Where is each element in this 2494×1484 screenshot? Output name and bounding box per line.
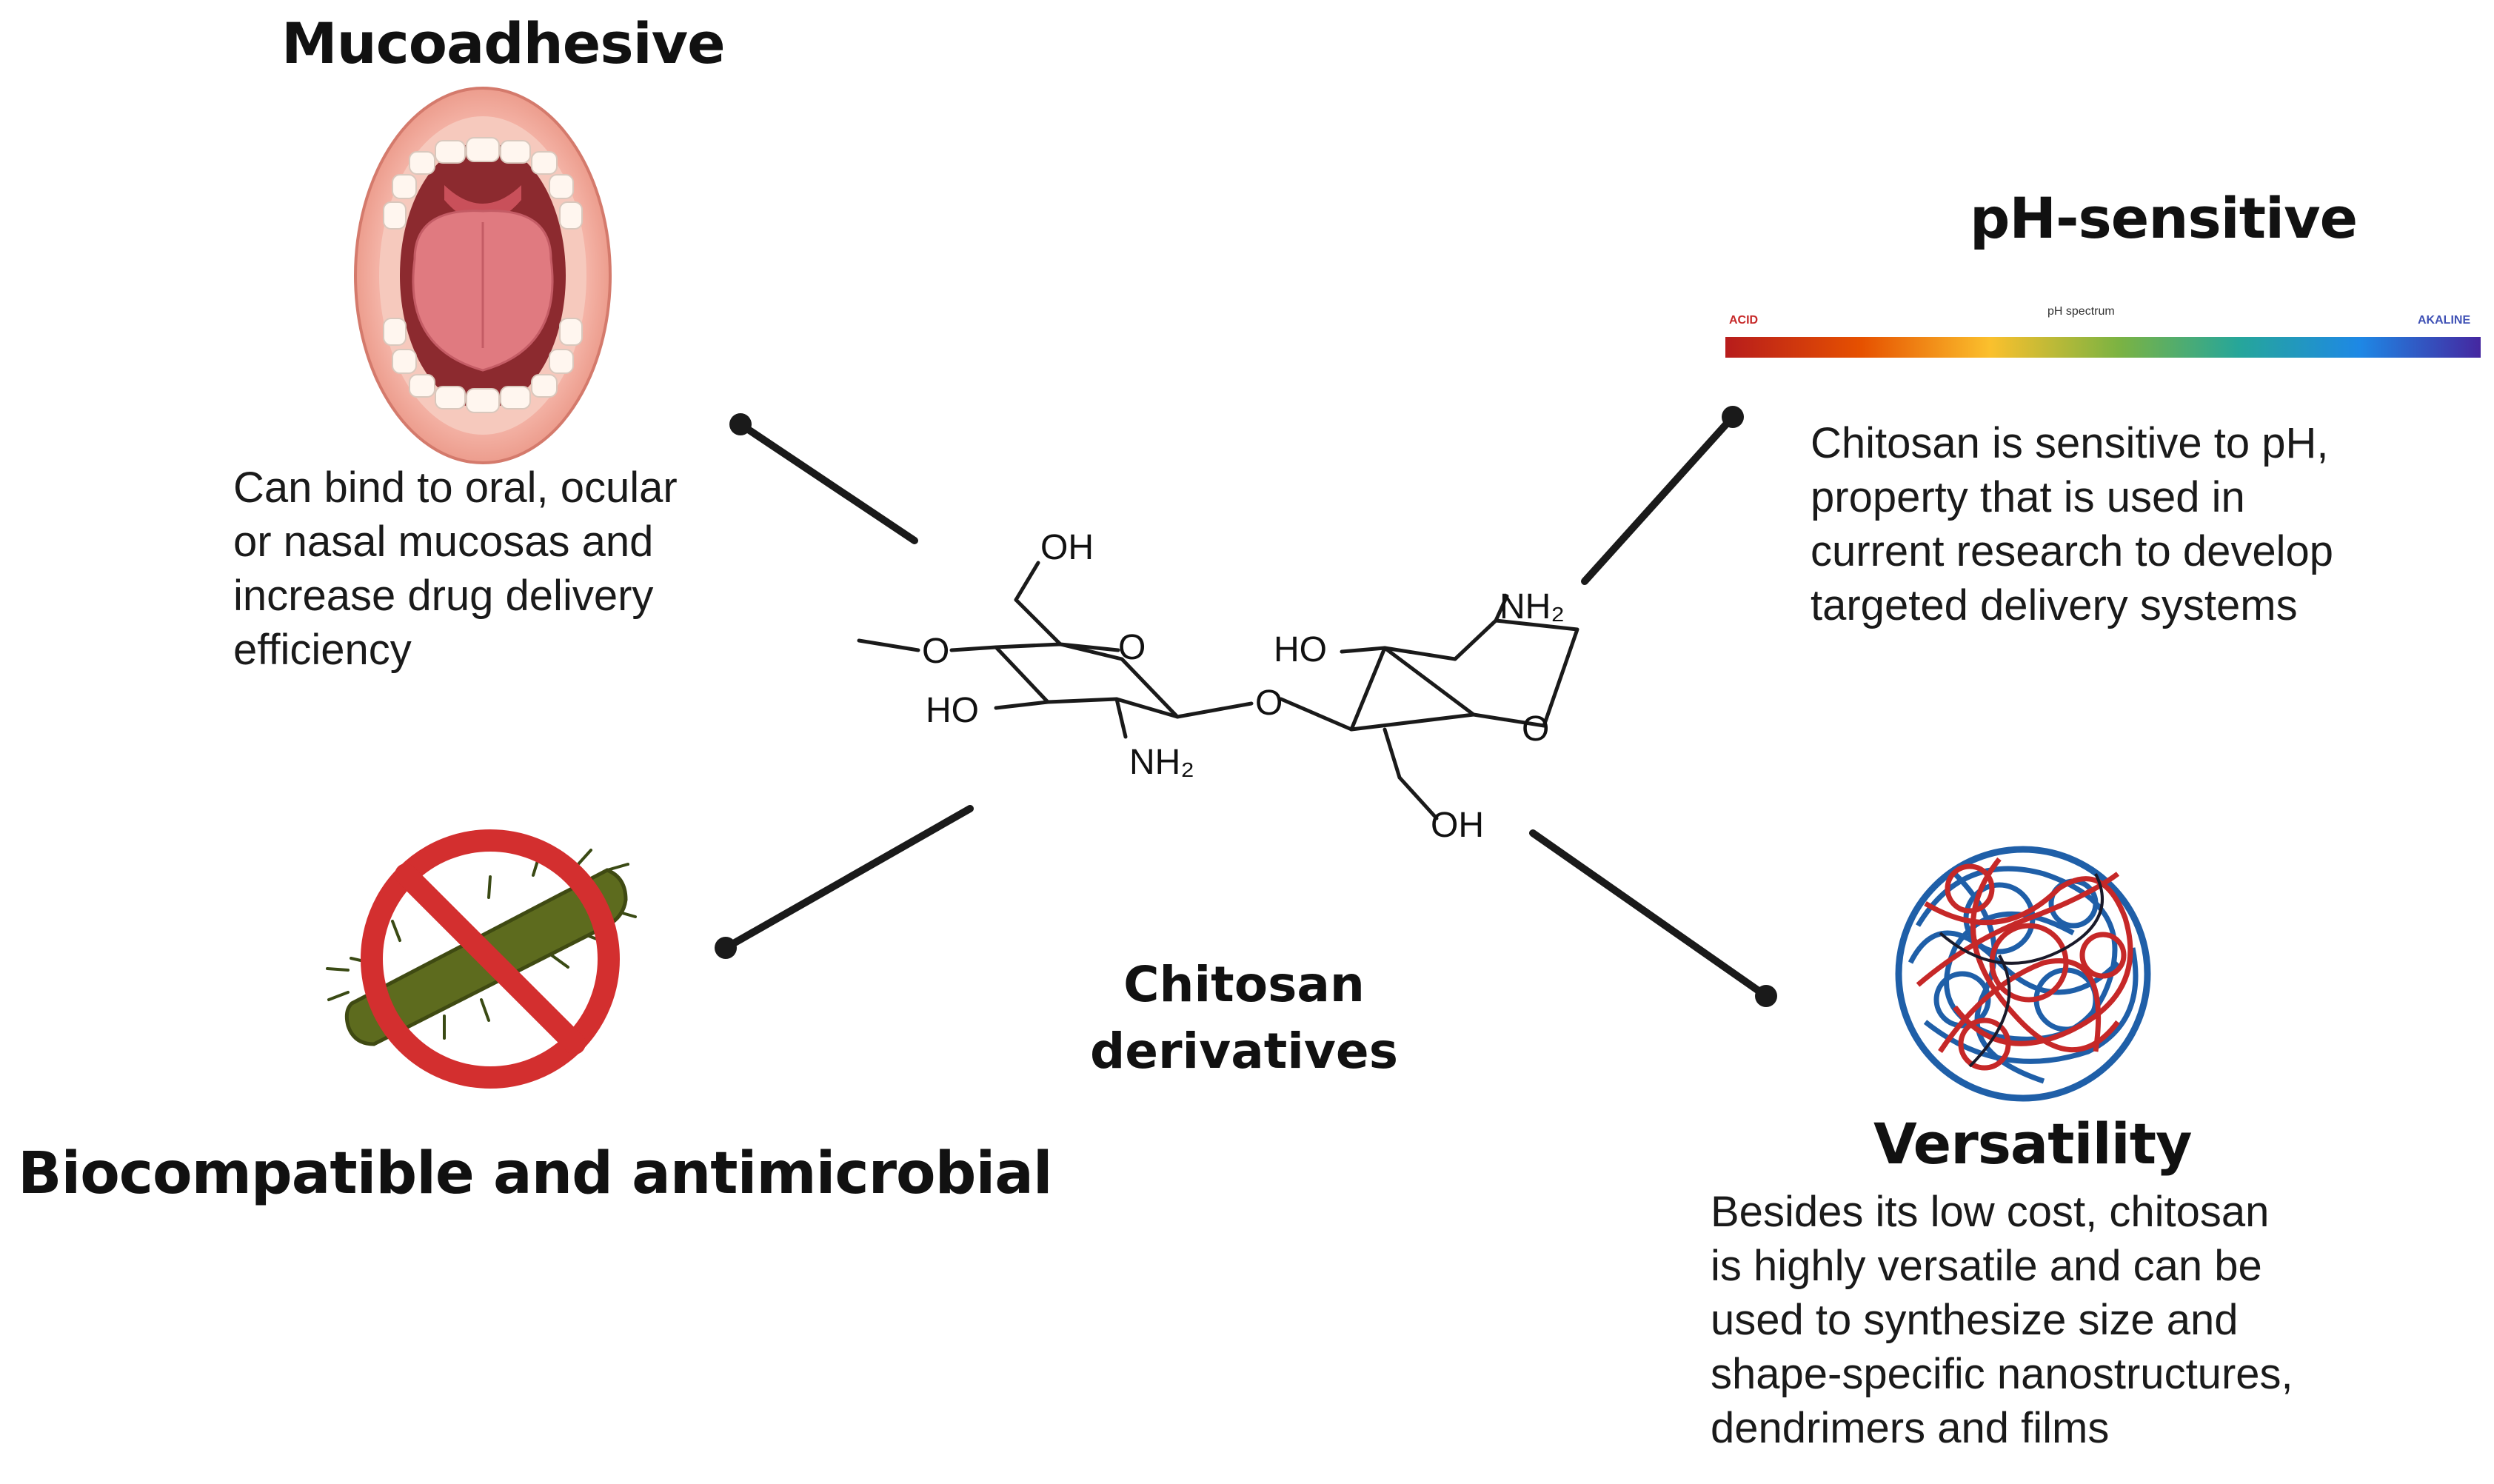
desc-line: dendrimers and films xyxy=(1711,1404,2110,1452)
oh-top-label: OH xyxy=(1040,528,1094,567)
nh2-right-label: NH₂ xyxy=(1500,587,1565,626)
ho-left-label: HO xyxy=(926,691,979,730)
connector-biocompatible xyxy=(715,805,974,959)
mucoadhesive-description: Can bind to oral, ocular or nasal mucosa… xyxy=(233,461,755,677)
desc-line: Can bind to oral, ocular xyxy=(233,464,678,512)
desc-line: increase drug delivery xyxy=(233,572,654,620)
oh-bottom-label: OH xyxy=(1431,806,1484,845)
ph-acid-label: ACID xyxy=(1729,314,1758,327)
no-bacteria-icon xyxy=(326,829,637,1089)
connector-versatility xyxy=(1529,829,1777,1007)
versatility-title: Versatility xyxy=(1873,1111,2193,1177)
connector-ph-sensitive xyxy=(1581,406,1744,585)
mucoadhesive-title: Mucoadhesive xyxy=(281,10,726,76)
desc-line: or nasal mucosas and xyxy=(233,518,654,566)
ph-sensitive-description: Chitosan is sensitive to pH, property th… xyxy=(1811,416,2481,632)
chain-o-label: O xyxy=(922,632,949,671)
biocompatible-title: Biocompatible and antimicrobial xyxy=(18,1140,1053,1207)
desc-line: Besides its low cost, chitosan xyxy=(1711,1188,2270,1236)
desc-line: is highly versatile and can be xyxy=(1711,1242,2262,1290)
connector-mucoadhesive xyxy=(729,413,918,544)
ring-o-left-label: O xyxy=(1118,628,1146,667)
chitosan-molecule xyxy=(857,561,1579,820)
nh2-left-label: NH₂ xyxy=(1129,743,1194,782)
desc-line: property that is used in xyxy=(1811,473,2245,521)
ph-spectrum-bar-icon xyxy=(1725,337,2481,358)
desc-line: used to synthesize size and xyxy=(1711,1296,2239,1344)
polymer-ball-icon xyxy=(1895,846,2151,1102)
desc-line: targeted delivery systems xyxy=(1811,581,2298,629)
center-label: Chitosan derivatives xyxy=(1074,952,1414,1085)
desc-line: Chitosan is sensitive to pH, xyxy=(1811,419,2329,467)
molecule-labels: OH O O HO NH₂ O HO NH₂ O OH xyxy=(922,528,1565,845)
ring-o-right-label: O xyxy=(1522,709,1549,749)
ho-right-label: HO xyxy=(1274,630,1327,669)
desc-line: shape-specific nanostructures, xyxy=(1711,1350,2293,1398)
glycosidic-o-label: O xyxy=(1255,683,1283,723)
open-mouth-icon xyxy=(354,87,612,464)
center-label-line-1: Chitosan xyxy=(1123,956,1365,1013)
center-label-line-2: derivatives xyxy=(1090,1023,1398,1080)
desc-line: current research to develop xyxy=(1811,527,2334,575)
ph-spectrum-label: pH spectrum xyxy=(2047,305,2115,318)
ph-alkaline-label: AKALINE xyxy=(2418,314,2470,327)
ph-sensitive-title: pH-sensitive xyxy=(1970,185,2358,251)
desc-line: efficiency xyxy=(233,626,412,674)
versatility-description: Besides its low cost, chitosan is highly… xyxy=(1711,1185,2403,1455)
